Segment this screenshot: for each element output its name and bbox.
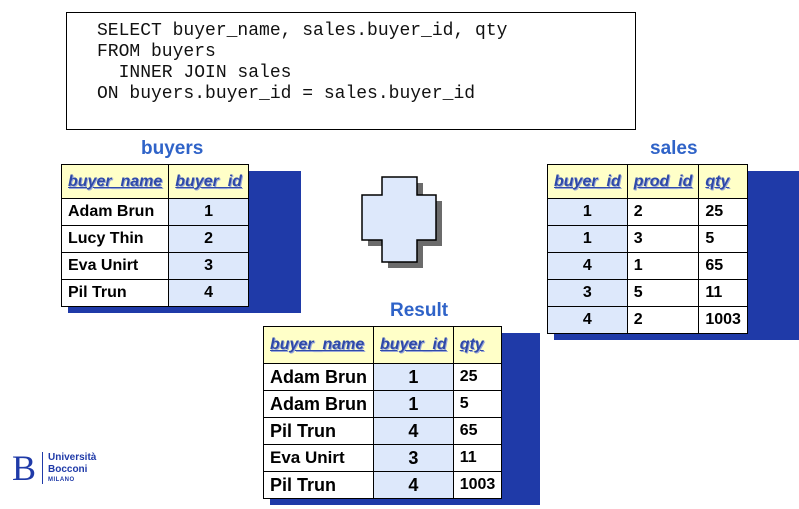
result-cell: 1 <box>373 390 454 418</box>
buyers-cell: 1 <box>168 198 249 226</box>
result-table-title: Result <box>390 300 449 321</box>
buyers-cell: Eva Unirt <box>60 252 170 280</box>
buyers-grid: buyer_name buyer_id Adam Brun 1 Lucy Thi… <box>60 164 249 307</box>
buyers-cell: 4 <box>168 279 249 307</box>
sql-line-select: SELECT buyer_name, sales.buyer_id, qty <box>97 21 508 41</box>
sales-cell: 1 <box>626 252 700 280</box>
buyers-table-title: buyers <box>141 138 204 159</box>
buyers-header-buyer-name: buyer_name <box>60 164 170 199</box>
sql-line-from: FROM buyers <box>97 42 216 62</box>
sales-header-prod-id: prod_id <box>626 164 700 199</box>
logo-divider <box>42 452 43 484</box>
result-cell: Adam Brun <box>262 390 375 418</box>
result-cell: 65 <box>452 417 503 445</box>
sales-cell: 2 <box>626 198 700 226</box>
buyers-cell: Lucy Thin <box>60 225 170 253</box>
buyers-cell: Adam Brun <box>60 198 170 226</box>
logo-line-milano: MILANO <box>48 477 75 483</box>
sales-cell: 2 <box>626 306 700 334</box>
result-header-qty: qty <box>452 326 503 364</box>
result-cell: Eva Unirt <box>262 444 375 472</box>
buyers-cell: Pil Trun <box>60 279 170 307</box>
sales-grid: buyer_id prod_id qty 1 2 25 1 3 5 4 1 65… <box>547 164 748 334</box>
result-grid: buyer_name buyer_id qty Adam Brun 1 25 A… <box>262 326 503 499</box>
buyers-cell: 3 <box>168 252 249 280</box>
result-cell: Adam Brun <box>262 363 375 391</box>
logo-line-universita: Università <box>48 452 97 463</box>
sales-cell: 4 <box>547 306 628 334</box>
sales-table-title: sales <box>650 138 698 159</box>
result-header-buyer-id: buyer_id <box>373 326 454 364</box>
result-cell: 1003 <box>452 471 503 499</box>
result-cell: 11 <box>452 444 503 472</box>
sales-cell: 1 <box>547 198 628 226</box>
result-cell: Pil Trun <box>262 417 375 445</box>
sales-cell: 3 <box>626 225 700 253</box>
result-cell: Pil Trun <box>262 471 375 499</box>
result-header-buyer-name: buyer_name <box>262 326 375 364</box>
sales-header-buyer-id: buyer_id <box>547 164 628 199</box>
sales-header-qty: qty <box>698 164 748 199</box>
sales-cell: 4 <box>547 252 628 280</box>
plus-join-icon <box>361 176 442 268</box>
sql-query-box: SELECT buyer_name, sales.buyer_id, qty F… <box>66 12 636 130</box>
sales-cell: 1 <box>547 225 628 253</box>
sql-line-on: ON buyers.buyer_id = sales.buyer_id <box>97 84 476 104</box>
sales-cell: 25 <box>698 198 748 226</box>
result-cell: 4 <box>373 471 454 499</box>
sales-cell: 5 <box>626 279 700 307</box>
result-cell: 25 <box>452 363 503 391</box>
result-cell: 1 <box>373 363 454 391</box>
logo-letter: B <box>12 448 37 488</box>
buyers-header-buyer-id: buyer_id <box>168 164 249 199</box>
result-cell: 5 <box>452 390 503 418</box>
sql-line-join: INNER JOIN sales <box>97 63 292 83</box>
sales-cell: 11 <box>698 279 748 307</box>
result-cell: 4 <box>373 417 454 445</box>
sales-cell: 1003 <box>698 306 748 334</box>
logo-line-bocconi: Bocconi <box>48 464 88 475</box>
sales-cell: 5 <box>698 225 748 253</box>
sales-cell: 65 <box>698 252 748 280</box>
buyers-cell: 2 <box>168 225 249 253</box>
sales-cell: 3 <box>547 279 628 307</box>
result-cell: 3 <box>373 444 454 472</box>
